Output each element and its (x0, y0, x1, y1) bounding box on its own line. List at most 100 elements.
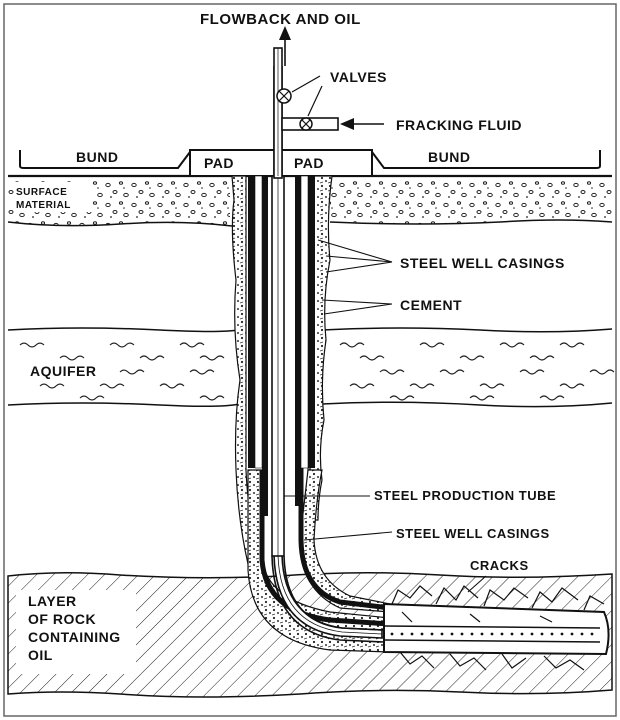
wave-mark (539, 395, 565, 401)
steel-production-tube (273, 66, 383, 639)
wave-mark (389, 395, 415, 401)
label-surface-2: MATERIAL (16, 200, 71, 211)
label-pad-left: PAD (204, 155, 234, 171)
perforation-dot (500, 632, 504, 636)
tube-curve-outer (271, 555, 385, 643)
label-bund-right: BUND (428, 149, 470, 165)
label-valves: VALVES (330, 69, 387, 85)
surface-material-layer (8, 178, 612, 224)
wave-mark (79, 395, 105, 401)
arrow-up-icon (279, 26, 291, 66)
wave-mark (499, 342, 525, 348)
perforation-dot (430, 632, 434, 636)
surface-text-bg (14, 182, 92, 212)
label-rock-1: LAYER (28, 593, 77, 609)
perforation-dot (560, 632, 564, 636)
perforation-dot (450, 632, 454, 636)
inner-casing-right (295, 176, 301, 506)
aquifer-bottom-left (7, 402, 241, 408)
wave-mark (359, 355, 385, 361)
wave-mark (559, 383, 585, 389)
perforation-dot (410, 632, 414, 636)
horizontal-tube-bottom (383, 639, 601, 643)
wave-mark (139, 355, 165, 361)
bund-left-shape (19, 150, 191, 169)
surface-bottom-line-right (329, 219, 613, 225)
valve-icon (276, 88, 292, 104)
label-rock-2: OF ROCK (28, 611, 96, 627)
label-leaders (284, 239, 487, 593)
perforation-dots (390, 632, 594, 636)
label-fracking-fluid: FRACKING FLUID (396, 117, 522, 133)
perforation-dot (470, 632, 474, 636)
perforation-dot (390, 632, 394, 636)
perforation-dot (400, 632, 404, 636)
valves-leader-2 (307, 85, 323, 117)
wave-mark (589, 369, 615, 375)
outer-casing-left (248, 176, 255, 468)
perforation-dot (420, 632, 424, 636)
aquifer-top-right (321, 327, 613, 333)
bund-right-shape (371, 150, 601, 169)
label-aquifer: AQUIFER (30, 363, 97, 379)
label-steel-production-tube: STEEL PRODUCTION TUBE (374, 488, 556, 503)
wave-mark (409, 383, 435, 389)
perforation-dot (530, 632, 534, 636)
outer-casing-right (308, 176, 315, 468)
perforation-dot (570, 632, 574, 636)
aquifer-bottom-right (321, 401, 613, 408)
perforation-dot (550, 632, 554, 636)
arrow-left-icon (340, 118, 384, 130)
wave-mark (439, 369, 465, 375)
outer-border (3, 3, 617, 717)
horizontal-tube-top (383, 625, 601, 629)
label-steel-well-casings-lower: STEEL WELL CASINGS (396, 526, 550, 541)
label-rock-3: CONTAINING (28, 629, 121, 645)
wave-mark (479, 383, 505, 389)
wave-mark (159, 383, 185, 389)
wave-mark (529, 355, 555, 361)
wave-mark (199, 395, 225, 401)
label-steel-well-casings-upper: STEEL WELL CASINGS (400, 255, 565, 271)
wave-mark (349, 383, 375, 389)
wave-mark (189, 369, 215, 375)
aquifer-top-left (7, 327, 239, 333)
label-rock-4: OIL (28, 647, 53, 663)
wave-mark (459, 355, 485, 361)
wave-mark (519, 369, 545, 375)
perforation-dot (520, 632, 524, 636)
wave-mark (379, 369, 405, 375)
perforation-dot (580, 632, 584, 636)
tube-centerline (277, 66, 383, 635)
title-flowback-and-oil: FLOWBACK AND OIL (200, 11, 361, 28)
valve-icon-side (299, 117, 313, 131)
wave-mark (469, 395, 495, 401)
aquifer-water-waves (19, 342, 615, 401)
perforation-dot (490, 632, 494, 636)
tube-curve-inner (283, 555, 385, 631)
label-cracks: CRACKS (470, 558, 529, 573)
wave-mark (59, 355, 85, 361)
perforation-dot (460, 632, 464, 636)
label-pad-right: PAD (294, 155, 324, 171)
perforation-dot (540, 632, 544, 636)
wave-mark (419, 342, 445, 348)
wave-mark (19, 342, 45, 348)
wave-mark (559, 342, 585, 348)
label-bund-left: BUND (76, 149, 118, 165)
rock-text-bg (16, 590, 136, 674)
curved-casing-inner (298, 468, 391, 611)
wave-mark (39, 383, 65, 389)
wave-mark (339, 342, 365, 348)
valves-leader-1 (291, 75, 321, 93)
perforation-dot (440, 632, 444, 636)
wave-mark (109, 342, 135, 348)
perforation-dot (480, 632, 484, 636)
wave-mark (99, 383, 125, 389)
wave-mark (179, 342, 205, 348)
casing-annulus-right (300, 175, 309, 469)
wave-mark (119, 369, 145, 375)
horizontal-fracture-zone (383, 602, 610, 656)
